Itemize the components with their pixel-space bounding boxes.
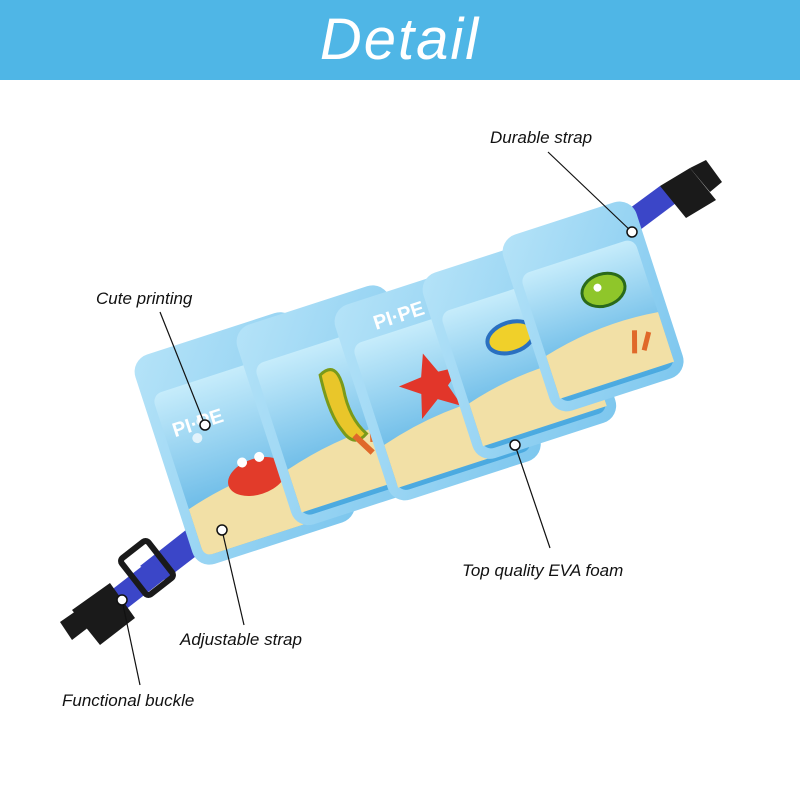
foam-block-5 xyxy=(502,201,684,412)
page-title: Detail xyxy=(319,7,481,72)
header-banner xyxy=(0,0,800,80)
callout-durable-strap: Durable strap xyxy=(490,128,593,147)
leader-cute-printing xyxy=(159,311,211,431)
callout-cute-printing: Cute printing xyxy=(96,289,193,308)
leader-functional-buckle xyxy=(116,594,141,686)
callout-eva-foam: Top quality EVA foam xyxy=(462,561,624,580)
callout-adjustable-strap: Adjustable strap xyxy=(180,630,302,649)
buckle-right xyxy=(660,160,722,218)
callout-functional-buckle: Functional buckle xyxy=(62,691,195,710)
leader-adjustable-strap xyxy=(216,524,245,626)
leader-durable-strap xyxy=(547,151,638,238)
leader-eva-foam xyxy=(509,439,551,549)
